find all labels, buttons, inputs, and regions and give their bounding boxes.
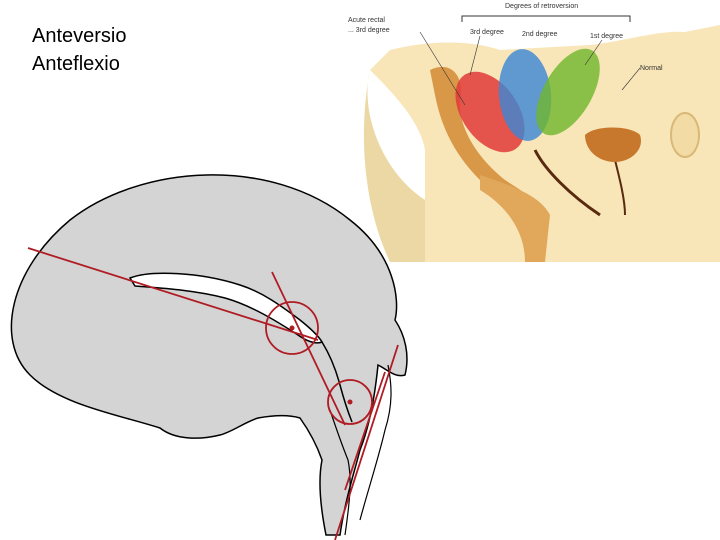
- anteversion-angle-vertex: [348, 400, 353, 405]
- label-third-degree: 3rd degree: [470, 29, 504, 36]
- anteflexion-angle-diagram: [0, 160, 440, 540]
- title-line-anteversio: Anteversio: [32, 22, 127, 50]
- pubic-bone: [671, 113, 699, 157]
- label-second-degree: 2nd degree: [522, 31, 558, 38]
- label-acute-sub: ... 3rd degree: [348, 27, 390, 34]
- slide-title: Anteversio Anteflexio: [32, 22, 127, 78]
- retroversion-bracket: [462, 16, 630, 22]
- label-normal: Normal: [640, 65, 663, 72]
- label-first-degree: 1st degree: [590, 33, 623, 40]
- label-acute: Acute rectal: [348, 17, 385, 24]
- retroversion-header: Degrees of retroversion: [505, 3, 578, 10]
- anteflexion-angle-vertex: [290, 326, 295, 331]
- title-line-anteflexio: Anteflexio: [32, 50, 127, 78]
